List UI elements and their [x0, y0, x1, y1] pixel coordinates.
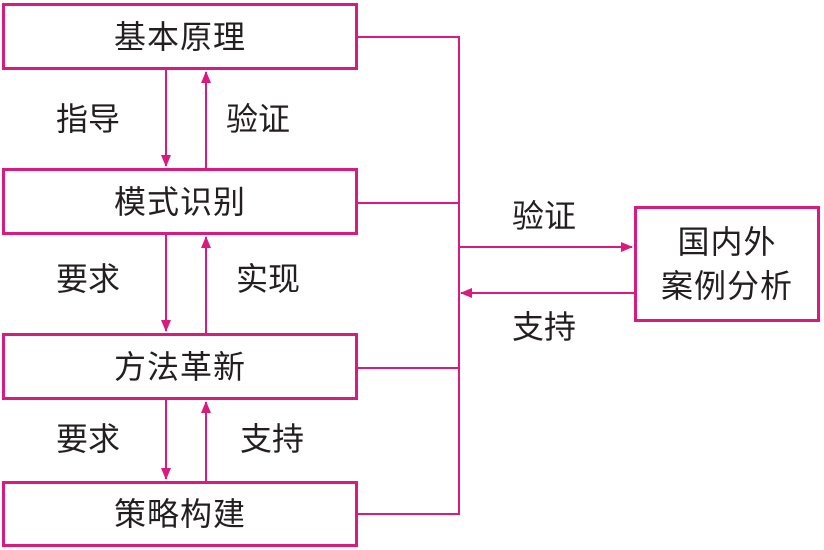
- label-require-1: 要求: [56, 260, 121, 298]
- label-support-up: 支持: [240, 420, 305, 458]
- box-pattern-recognition: 模式识别: [2, 168, 358, 235]
- label-realize: 实现: [236, 260, 301, 298]
- box-strategy-construction-label: 策略构建: [113, 495, 246, 533]
- box-strategy-construction: 策略构建: [2, 481, 358, 547]
- label-verify-right: 验证: [512, 197, 577, 235]
- label-guide: 指导: [56, 100, 121, 138]
- case-analysis-line-1: 国内外: [677, 223, 777, 261]
- box-case-analysis: 国内外 案例分析: [634, 206, 820, 322]
- label-require-2: 要求: [56, 420, 121, 458]
- box-pattern-recognition-label: 模式识别: [113, 182, 246, 221]
- box-basic-principles: 基本原理: [2, 3, 358, 70]
- box-basic-principles-label: 基本原理: [113, 17, 246, 56]
- box-method-innovation: 方法革新: [2, 333, 358, 400]
- label-support-left: 支持: [512, 308, 577, 346]
- box-method-innovation-label: 方法革新: [113, 347, 246, 386]
- label-verify-up: 验证: [226, 100, 291, 138]
- case-analysis-line-2: 案例分析: [660, 267, 793, 305]
